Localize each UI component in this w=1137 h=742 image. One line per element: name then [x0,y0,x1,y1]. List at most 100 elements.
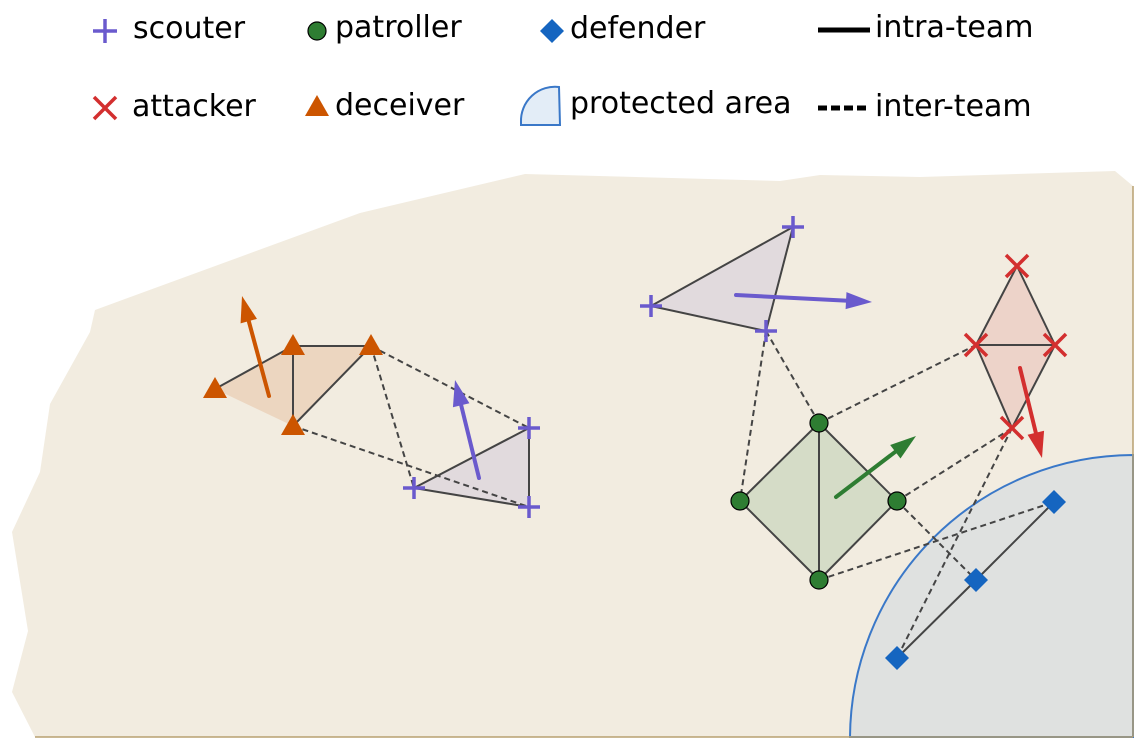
deceiver-agent-d4 [281,414,305,435]
intra-team-link-s5-s6 [765,226,794,332]
triangle-icon [281,414,305,435]
deceiver-agent-d1 [203,377,227,398]
legend-deceiver-label: deceiver [335,88,465,123]
deceiver-agent-d2 [281,334,305,355]
legend-patroller: patroller [307,10,462,45]
scouter-motion-arrow-2 [734,292,872,310]
inter-team-link-p2-a4 [896,427,1013,502]
scouter-motion-arrow-1-head [452,380,470,408]
attacker-agent-a4 [999,415,1025,441]
attacker-agent-a3 [1042,332,1068,358]
deceiver-motion-arrow-shaft [246,317,271,398]
intra-team-link-s4-s6 [650,305,767,332]
intra-team-link-a1-a2 [975,265,1018,346]
team-area-scouter-low [414,428,529,507]
patroller-motion-arrow-shaft [834,448,899,499]
attacker-agent-a2 [963,332,989,358]
intra-team-link-d1-d2 [214,345,294,390]
intra-team-link-a3-a4 [1011,344,1056,429]
team-area-scouter-high [651,227,793,331]
deceiver-agent-d3 [359,334,383,355]
intra-team-link-s4-s5 [650,226,794,307]
intra-team-link-p3-p4 [739,500,820,581]
legend-patroller-label: patroller [335,10,462,45]
legend-scouter-label: scouter [133,11,246,46]
terrain-region [12,171,1133,737]
inter-team-link-s6-p1 [765,330,820,424]
legend-inter-team: inter-team [818,89,1032,124]
triangle-icon [281,334,305,355]
diamond-icon [885,646,909,670]
defender-agent-f3 [885,646,909,670]
scouter-motion-arrow-1 [452,380,481,480]
attacker-motion-arrow [1018,366,1045,458]
intra-team-link-a2-a4 [975,344,1013,429]
inter-team-link-a4-f3 [896,427,1013,659]
defender-agent-f2 [964,568,988,592]
diamond-icon [540,19,564,43]
legend: scouter patroller defender intra-team at… [92,10,1033,126]
deceiver-motion-arrow [240,296,271,398]
circle-icon [887,491,907,511]
legend-protected-area-label: protected area [570,86,791,121]
patroller-motion-arrow [834,436,916,499]
diamond-icon [964,568,988,592]
attacker-motion-arrow-head [1027,430,1045,458]
x-icon [963,332,989,358]
inter-team-link-s6-p3 [739,330,767,502]
intra-team-link-s1-s2 [413,427,530,489]
x-icon [999,415,1025,441]
defender-agent-f1 [1042,490,1066,514]
scouter-agent-s2 [403,477,425,499]
scouter-agent-s3 [518,496,540,518]
patroller-motion-arrow-head [890,436,916,459]
legend-defender: defender [540,11,706,46]
legend-inter-team-label: inter-team [875,89,1032,124]
legend-attacker-label: attacker [132,89,257,124]
protected-area [848,453,1134,738]
circle-icon [809,570,829,590]
scouter-agent-s6 [755,320,777,342]
x-icon [92,95,118,121]
deceiver-motion-arrow-head [240,296,257,324]
attacker-agent-a1 [1004,253,1030,279]
intra-team-link-p1-p2 [818,422,898,502]
scouter-agent-s5 [782,216,804,238]
intra-team-link-a1-a3 [1016,265,1056,346]
scouter-motion-arrow-2-head [845,292,872,310]
inter-team-link-d4-s3 [292,425,530,508]
circle-icon [730,491,750,511]
quarter-circle-icon [519,85,562,126]
diamond-icon [1042,490,1066,514]
circle-icon [307,21,327,41]
scouter-motion-arrow-1-shaft [458,401,481,480]
x-icon [1042,332,1068,358]
intra-team-link-s2-s3 [413,487,530,508]
scouter-motion-arrow-2-shaft [734,293,851,303]
legend-attacker: attacker [92,89,257,124]
legend-protected-area: protected area [519,85,791,126]
legend-intra-team-label: intra-team [875,10,1033,45]
triangle-icon [305,95,329,116]
patroller-agent-p4 [809,570,829,590]
attacker-motion-arrow-shaft [1018,366,1039,437]
intra-team-link-p2-p4 [818,500,898,581]
scouter-agent-s1 [518,417,540,439]
legend-intra-team: intra-team [818,10,1033,45]
inter-team-link-p4-f1 [818,501,1055,581]
team-area-attacker [976,266,1055,428]
triangle-icon [359,334,383,355]
legend-deceiver: deceiver [305,88,465,123]
patroller-agent-p3 [730,491,750,511]
circle-icon [809,413,829,433]
scouter-agent-s4 [640,295,662,317]
x-icon [1004,253,1030,279]
triangle-icon [203,377,227,398]
patroller-agent-p2 [887,491,907,511]
patroller-agent-p1 [809,413,829,433]
legend-defender-label: defender [570,11,706,46]
intra-team-link-f2-f3 [896,579,977,659]
intra-team-link-f1-f2 [975,501,1055,581]
intra-team-link-p1-p3 [739,422,820,502]
